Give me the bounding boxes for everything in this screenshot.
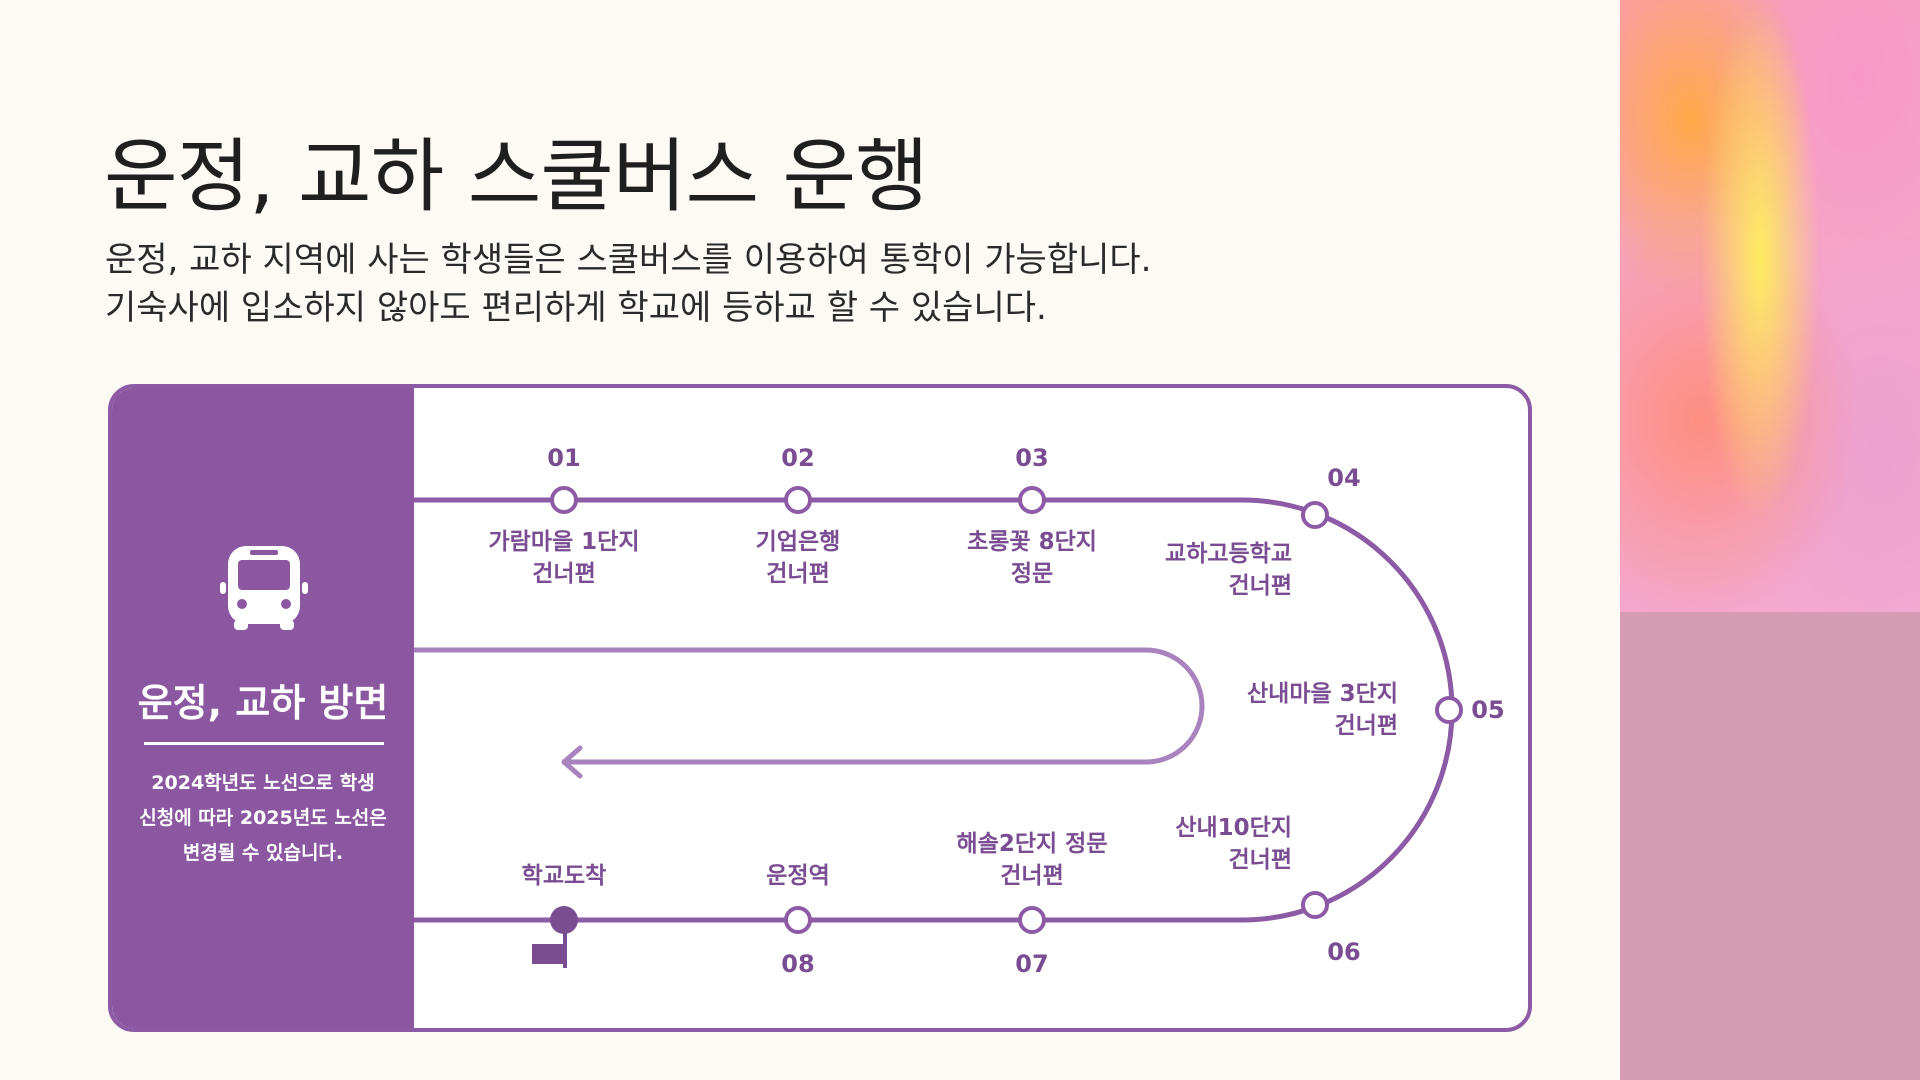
stop-number: 08 [781, 950, 815, 978]
stop-detail: 건너편 [1228, 573, 1292, 599]
route-card-side-panel: 운정, 교하 방면 2024학년도 노선으로 학생 신청에 따라 2025년도 … [112, 388, 414, 1028]
page-title: 운정, 교하 스쿨버스 운행 [104, 130, 929, 223]
stop-label-01: 가람마을 1단지 건너편 [489, 526, 640, 590]
stop-number: 05 [1471, 696, 1505, 724]
stop-08-marker [784, 906, 812, 934]
stop-name: 운정역 [766, 863, 830, 889]
description: 운정, 교하 지역에 사는 학생들은 스쿨버스를 이용하여 통학이 가능합니다.… [105, 236, 1151, 332]
stop-label-school-arrival: 학교도착 [522, 860, 607, 892]
divider [144, 742, 384, 745]
description-line-1: 운정, 교하 지역에 사는 학생들은 스쿨버스를 이용하여 통학이 가능합니다. [105, 240, 1152, 280]
stop-name: 학교도착 [521, 863, 607, 889]
stop-number: 02 [781, 444, 815, 472]
stop-label-07: 해솔2단지 정문 건너편 [957, 828, 1108, 892]
flag-icon [532, 920, 567, 968]
route-notice-line-1: 2024학년도 노선으로 학생 [151, 772, 375, 794]
stop-detail: 건너편 [1228, 847, 1292, 873]
stop-02-marker [784, 486, 812, 514]
stop-name: 가람마을 1단지 [488, 529, 640, 555]
route-notice: 2024학년도 노선으로 학생 신청에 따라 2025년도 노선은 변경될 수 … [112, 766, 414, 871]
route-card: 운정, 교하 방면 2024학년도 노선으로 학생 신청에 따라 2025년도 … [108, 384, 1532, 1032]
decorative-fluid-art [1620, 0, 1920, 612]
stop-detail: 건너편 [766, 561, 830, 587]
bus-icon [220, 546, 308, 630]
route-notice-line-2: 신청에 따라 2025년도 노선은 [139, 807, 387, 829]
description-line-2: 기숙사에 입소하지 않아도 편리하게 학교에 등하교 할 수 있습니다. [105, 288, 1047, 328]
stop-detail: 건너편 [1334, 713, 1398, 739]
stop-number: 03 [1015, 444, 1049, 472]
stop-name: 산내마을 3단지 [1247, 681, 1398, 707]
stop-name: 산내10단지 [1175, 815, 1292, 841]
route-line-return [414, 647, 1205, 765]
stop-number: 07 [1015, 950, 1049, 978]
stop-detail: 건너편 [1000, 863, 1064, 889]
stop-label-03: 초롱꽃 8단지 정문 [967, 526, 1097, 590]
stop-number: 04 [1327, 464, 1361, 492]
stop-01-marker [550, 486, 578, 514]
stop-detail: 건너편 [532, 561, 596, 587]
stop-name: 교하고등학교 [1165, 541, 1292, 567]
stop-label-02: 기업은행 건너편 [756, 526, 841, 590]
stop-06-marker [1301, 891, 1329, 919]
stop-03-marker [1018, 486, 1046, 514]
decorative-pink-block [1620, 612, 1920, 1080]
stop-number: 06 [1327, 938, 1361, 966]
return-arrow-icon [561, 745, 583, 779]
stop-number: 01 [547, 444, 581, 472]
stop-label-08: 운정역 [766, 860, 829, 892]
stop-label-04: 교하고등학교 건너편 [1165, 538, 1292, 602]
route-notice-line-3: 변경될 수 있습니다. [182, 842, 344, 864]
stop-07-marker [1018, 906, 1046, 934]
stop-04-marker [1301, 501, 1329, 529]
stop-label-06: 산내10단지 건너편 [1175, 812, 1292, 876]
stop-name: 해솔2단지 정문 [956, 831, 1108, 857]
stop-name: 기업은행 [755, 529, 841, 555]
stop-05-marker [1435, 696, 1463, 724]
stop-label-05: 산내마을 3단지 건너편 [1247, 678, 1398, 742]
route-map [414, 486, 1463, 968]
route-direction-title: 운정, 교하 방면 [137, 681, 389, 725]
stop-detail: 정문 [1010, 561, 1054, 587]
stop-name: 초롱꽃 8단지 [967, 529, 1097, 555]
